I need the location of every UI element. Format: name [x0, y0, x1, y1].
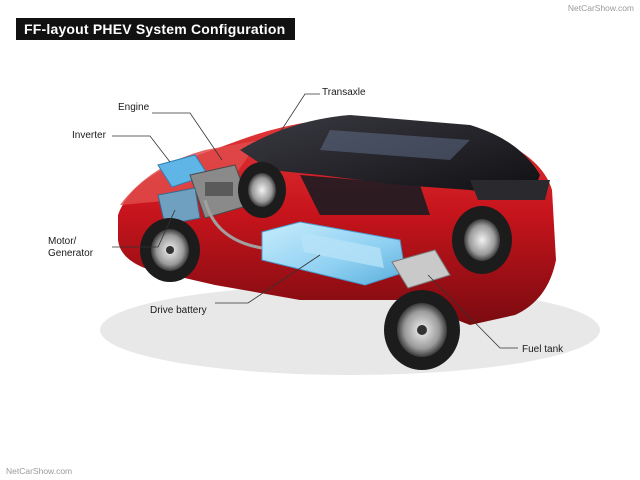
side-window: [300, 175, 430, 215]
rear-left-wheel: [384, 290, 460, 370]
label-motor-line1: Motor/: [48, 236, 77, 247]
fuel-tank-unit: [391, 249, 451, 289]
coolant-pipe: [203, 199, 263, 250]
front-right-wheel: [238, 162, 286, 218]
leader-lines: [112, 93, 518, 349]
leader-motor: [112, 209, 176, 248]
front-left-wheel: [140, 218, 200, 282]
leader-engine: [152, 112, 223, 161]
watermark-top: NetCarShow.com: [567, 3, 634, 13]
battery-detail: [300, 232, 384, 268]
rear-right-wheel: [452, 206, 512, 274]
diagram-title: FF-layout PHEV System Configuration: [16, 18, 296, 40]
watermark-bottom: NetCarShow.com: [6, 466, 73, 476]
leader-fuel-tank: [427, 274, 518, 349]
car-roof: [240, 115, 540, 200]
label-motor-line2: Generator: [48, 248, 94, 259]
label-fuel-tank: Fuel tank: [522, 344, 564, 355]
label-drive-battery: Drive battery: [150, 305, 207, 316]
label-transaxle: Transaxle: [322, 87, 366, 98]
leader-battery: [215, 254, 321, 304]
label-engine: Engine: [118, 102, 150, 113]
label-inverter: Inverter: [72, 130, 106, 141]
rear-spoiler: [470, 180, 550, 200]
engine-detail: [205, 182, 233, 196]
roof-reflection: [320, 130, 470, 160]
motor-generator-unit: [157, 187, 201, 226]
leader-inverter: [112, 135, 171, 163]
leader-transaxle: [261, 93, 320, 161]
